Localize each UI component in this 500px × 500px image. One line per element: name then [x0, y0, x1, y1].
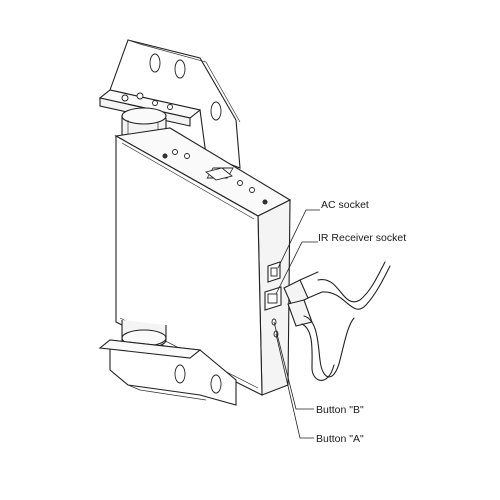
ac-cable	[287, 299, 355, 381]
ir-cable	[283, 261, 391, 310]
top-bracket	[98, 39, 241, 169]
button-b-label: Button "B"	[316, 404, 364, 416]
button-b-leader	[273, 321, 314, 410]
ac-socket-port	[267, 261, 281, 283]
button-a-label: Button "A"	[316, 433, 364, 445]
ir-receiver-leader	[275, 241, 318, 295]
ir-receiver-socket-label: IR Receiver socket	[318, 232, 406, 244]
leader-lines	[273, 209, 320, 439]
callout-labels: AC socket IR Receiver socket Button "B" …	[316, 199, 406, 445]
ac-socket-leader	[277, 209, 320, 269]
button-a-leader	[275, 333, 314, 439]
bottom-pivot	[121, 320, 167, 349]
ac-socket-label: AC socket	[321, 199, 369, 211]
bottom-bracket	[98, 339, 237, 406]
